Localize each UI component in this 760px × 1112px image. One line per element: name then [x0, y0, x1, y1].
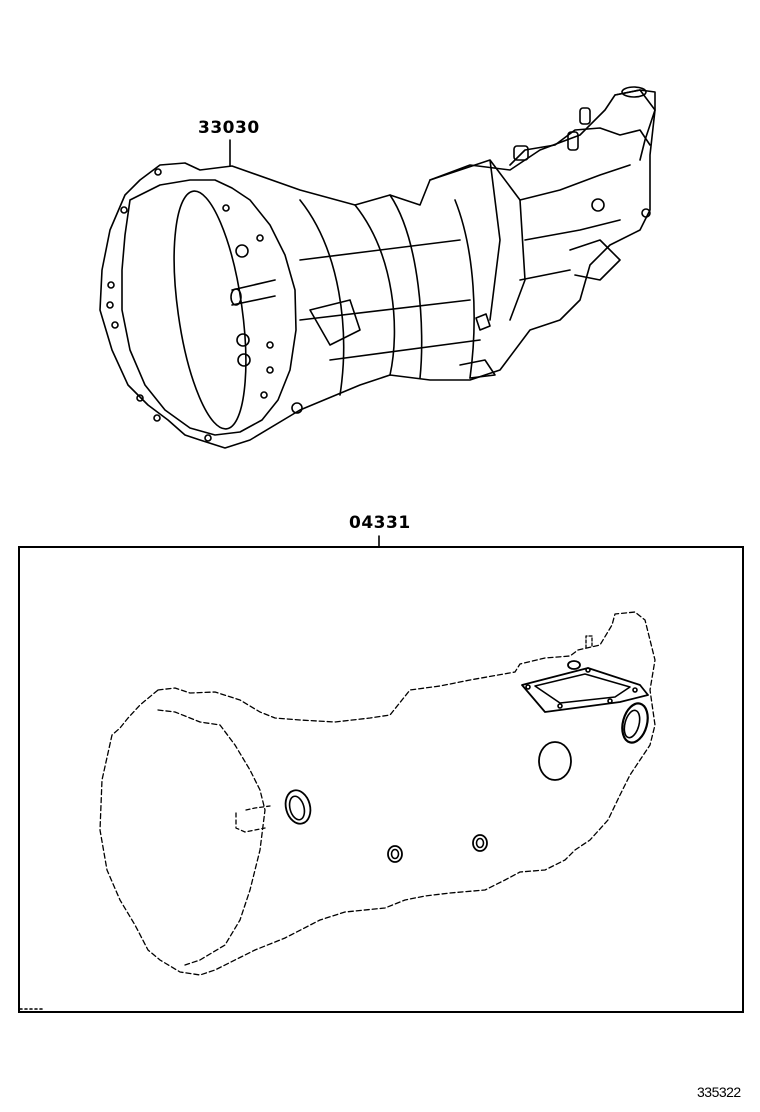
flange-bolt-holes: [106, 168, 303, 442]
gasket-kit-frame: [18, 546, 744, 1013]
part-number-transmission-assembly: 33030: [198, 118, 260, 138]
illustration-code: 335322: [697, 1084, 741, 1100]
part-number-gasket-kit: 04331: [349, 513, 411, 533]
transmission-assembly-drawing: [99, 86, 656, 449]
gasket-kit-drawing: [99, 611, 656, 976]
